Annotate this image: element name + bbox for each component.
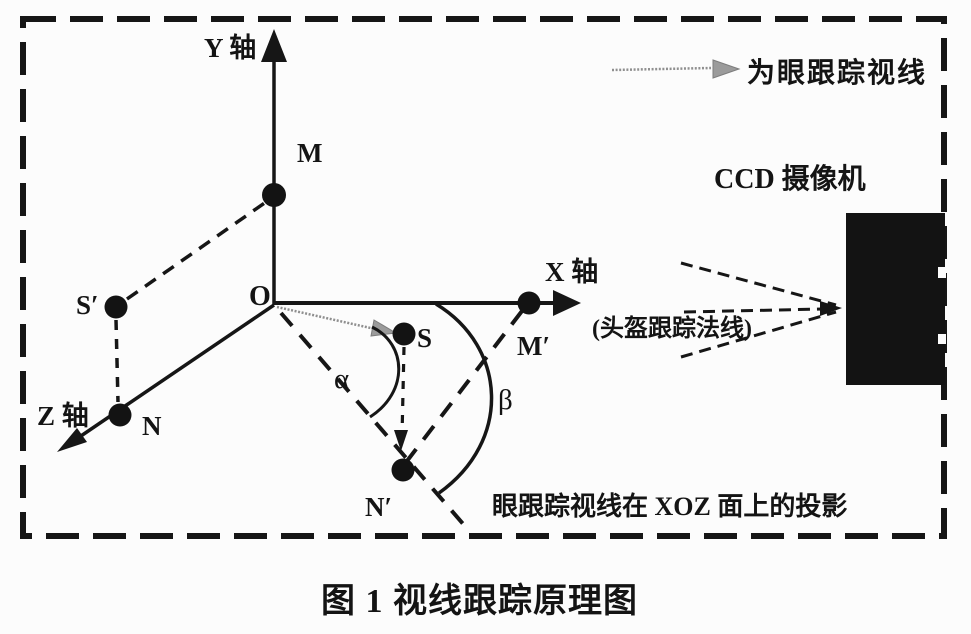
dashed-line-sprime-to-m bbox=[125, 200, 268, 301]
legend-gaze-arrowhead bbox=[712, 59, 741, 79]
ccd-camera-label: CCD 摄像机 bbox=[714, 163, 866, 195]
z-axis-label: Z 轴 bbox=[37, 401, 89, 431]
point-dot-sprime bbox=[104, 295, 128, 319]
z-axis-arrowhead bbox=[57, 428, 87, 452]
helmet-normal-label: (头盔跟踪法线) bbox=[592, 314, 752, 342]
point-label-m: M bbox=[297, 138, 322, 168]
camera-normal-arrowhead bbox=[820, 301, 842, 316]
dashed-line-s-to-nprime bbox=[394, 346, 408, 451]
dashed-line-mprime-to-nprime bbox=[405, 309, 524, 463]
s-nprime-line bbox=[400, 346, 406, 438]
diagram-border bbox=[20, 16, 947, 539]
point-dot-nprime bbox=[391, 458, 415, 482]
ccd-camera-body bbox=[846, 213, 945, 385]
camera-notch-upper bbox=[938, 267, 946, 278]
s-nprime-arrowhead bbox=[394, 430, 408, 451]
gaze-sight-line bbox=[276, 305, 376, 331]
x-axis-arrowhead bbox=[553, 290, 581, 316]
beta-label: β bbox=[498, 384, 513, 416]
point-label-sprime: S′ bbox=[76, 290, 99, 320]
y-axis-label: Y 轴 bbox=[204, 33, 256, 63]
point-dot-s bbox=[392, 322, 416, 346]
point-label-n: N bbox=[142, 411, 162, 441]
point-label-s: S bbox=[417, 323, 432, 353]
z-axis-line bbox=[74, 303, 275, 442]
beta-arc bbox=[435, 302, 494, 495]
gaze-projection-line bbox=[279, 311, 466, 527]
camera-notch-lower bbox=[938, 334, 946, 344]
figure-caption: 图 1 视线跟踪原理图 bbox=[321, 582, 638, 620]
alpha-label: α bbox=[334, 363, 349, 395]
legend-gaze-label: 为眼跟踪视线 bbox=[747, 56, 927, 89]
legend-gaze: 为眼跟踪视线 bbox=[611, 56, 927, 89]
camera-normal-line bbox=[683, 307, 825, 314]
camera-cone-lower-line bbox=[680, 310, 837, 359]
point-label-mprime: M′ bbox=[517, 331, 550, 361]
point-dot-m bbox=[262, 183, 286, 207]
dashed-line-sprime-to-n bbox=[114, 319, 120, 403]
ccd-camera bbox=[846, 213, 946, 385]
origin-label: O bbox=[249, 281, 271, 312]
y-axis: Y 轴 bbox=[204, 29, 287, 305]
point-dot-n bbox=[108, 403, 132, 427]
x-axis-label: X 轴 bbox=[545, 257, 598, 287]
point-label-nprime: N′ bbox=[365, 492, 392, 522]
z-axis: Z 轴 bbox=[37, 303, 275, 452]
alpha-arc bbox=[369, 325, 401, 419]
point-dot-mprime bbox=[517, 291, 541, 315]
x-axis: X 轴 bbox=[274, 257, 598, 316]
legend-gaze-line bbox=[611, 66, 712, 72]
projection-annotation: 眼跟踪视线在 XOZ 面上的投影 bbox=[492, 491, 847, 521]
y-axis-arrowhead bbox=[261, 29, 287, 62]
camera-cone-upper-line bbox=[680, 261, 837, 307]
camera-cone bbox=[680, 261, 842, 359]
